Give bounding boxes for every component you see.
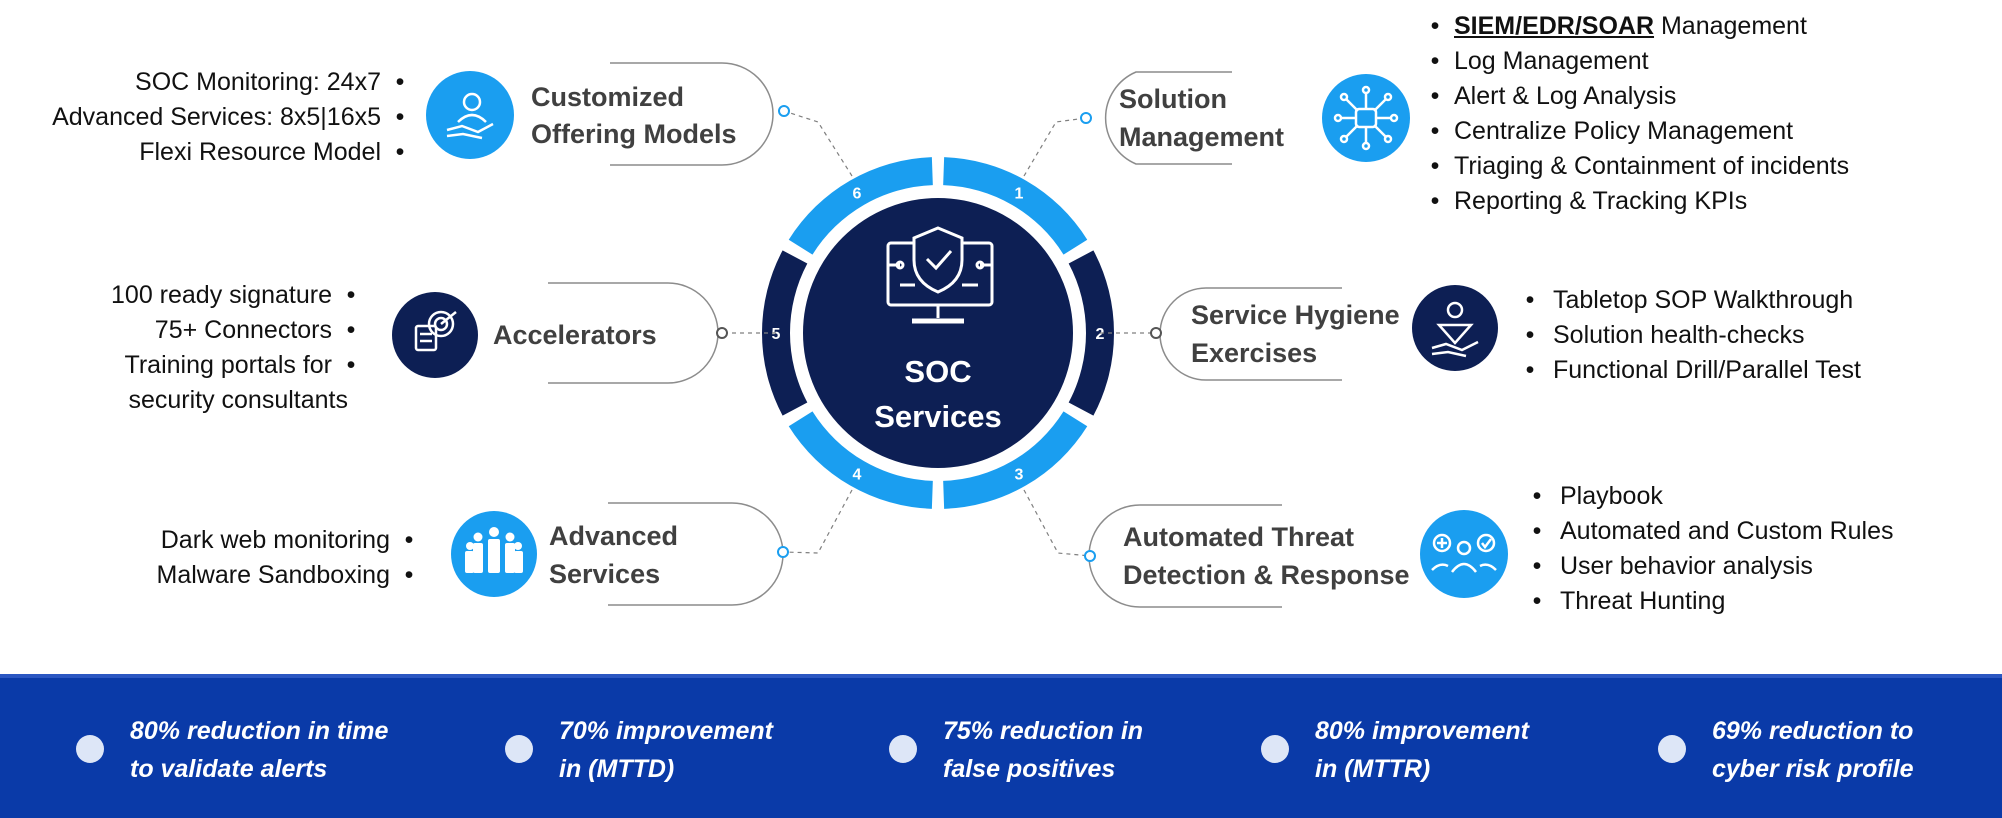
- stat-bullet-icon: [1261, 735, 1289, 763]
- bullet-item: SIEM/EDR/SOAR Management: [1416, 9, 1849, 44]
- stat-line2: in (MTTR): [1315, 755, 1431, 783]
- bullet-item: Triaging & Containment of incidents: [1416, 149, 1849, 184]
- stat-line2: to validate alerts: [130, 755, 328, 783]
- target-checklist-icon: [414, 310, 457, 352]
- stat-text: 69% reduction to cyber risk profile: [1712, 712, 2002, 788]
- node-title-line1: Customized: [531, 82, 684, 112]
- stat-line2: false positives: [943, 755, 1116, 783]
- ring-segment: [943, 157, 1088, 255]
- node-title-line1: Solution: [1119, 84, 1227, 114]
- bullet-item: Dark web monitoring: [157, 523, 428, 558]
- diamond-hand-icon: [1431, 301, 1479, 358]
- stat-text: 75% reduction in false positives: [943, 712, 1243, 788]
- connectors: [722, 110, 1156, 557]
- network-hub-icon: [1333, 85, 1399, 151]
- node-title-line1: Advanced: [549, 521, 678, 551]
- bullet-item: Playbook: [1514, 479, 1894, 514]
- node-hygiene: Service Hygiene Exercises: [1150, 285, 1498, 381]
- stat-bullet-icon: [1658, 735, 1686, 763]
- ring-segment-number: 3: [1015, 466, 1024, 483]
- node-title-line1: Accelerators: [493, 320, 657, 350]
- stat-text: 80% reduction in time to validate alerts: [130, 712, 430, 788]
- node-automated: Automated Threat Detection & Response: [1084, 504, 1508, 608]
- team-icon: [465, 527, 523, 573]
- node-solution: Solution Management: [1080, 71, 1410, 165]
- stat-bullet-icon: [889, 735, 917, 763]
- shield-monitor-icon: [886, 226, 994, 324]
- node-title-line2: Exercises: [1191, 338, 1317, 368]
- bullet-item: 75+ Connectors: [111, 313, 370, 348]
- ring-segment: [943, 411, 1088, 509]
- bullet-bold-text: SIEM/EDR/SOAR: [1454, 12, 1655, 40]
- stat-line1: 80% improvement: [1315, 717, 1529, 745]
- stat-line2: in (MTTD): [559, 755, 675, 783]
- node-title-line1: Service Hygiene: [1191, 300, 1400, 330]
- bullets-advanced: Dark web monitoring Malware Sandboxing: [157, 523, 428, 593]
- bullets-solution: SIEM/EDR/SOAR Management Log Management …: [1416, 9, 1849, 219]
- bullet-item: Training portals for: [111, 348, 370, 383]
- node-title-line2: Detection & Response: [1123, 560, 1410, 590]
- bullets-automated: Playbook Automated and Custom Rules User…: [1514, 479, 1894, 619]
- bullet-item: Centralize Policy Management: [1416, 114, 1849, 149]
- ring-segment-number: 1: [1015, 186, 1024, 203]
- bullet-item: Log Management: [1416, 44, 1849, 79]
- bullet-item: Alert & Log Analysis: [1416, 79, 1849, 114]
- ring: 1 2 3 4 5 6: [762, 157, 1115, 509]
- ring-segment: [788, 157, 933, 255]
- bullet-item: SOC Monitoring: 24x7: [52, 65, 419, 100]
- bullet-rest-text: Management: [1654, 12, 1807, 40]
- bullets-accelerators-continued: security consultants: [128, 383, 348, 418]
- people-check-icon: [1431, 533, 1497, 573]
- stat-bullet-icon: [505, 735, 533, 763]
- bullet-item: Advanced Services: 8x5|16x5: [52, 100, 419, 135]
- node-customized: Customized Offering Models: [426, 62, 790, 166]
- ring-segment-number: 6: [853, 186, 862, 203]
- stat-line1: 75% reduction in: [943, 717, 1144, 745]
- bullet-item: Tabletop SOP Walkthrough: [1507, 283, 1861, 318]
- bullet-item: Malware Sandboxing: [157, 558, 428, 593]
- stat-bullet-icon: [76, 735, 104, 763]
- ring-segment: [1068, 250, 1115, 416]
- bullet-item: security consultants: [128, 386, 348, 414]
- stat-line1: 70% improvement: [559, 717, 773, 745]
- bullet-item: Functional Drill/Parallel Test: [1507, 353, 1861, 388]
- node-title-line2: Services: [549, 559, 660, 589]
- node-title-line2: Offering Models: [531, 119, 737, 149]
- stat-line1: 69% reduction to: [1712, 717, 1914, 745]
- stat-text: 70% improvement in (MTTD): [559, 712, 859, 788]
- bullet-item: Solution health-checks: [1507, 318, 1861, 353]
- center-title-line1: SOC: [904, 354, 971, 389]
- bullet-item: Threat Hunting: [1514, 584, 1894, 619]
- ring-segment-number: 4: [853, 466, 862, 483]
- bullets-accelerators: 100 ready signature 75+ Connectors Train…: [111, 278, 370, 383]
- bullet-item: Automated and Custom Rules: [1514, 514, 1894, 549]
- stat-text: 80% improvement in (MTTR): [1315, 712, 1615, 788]
- bullets-customized: SOC Monitoring: 24x7 Advanced Services: …: [52, 65, 419, 170]
- bullet-item: Flexi Resource Model: [52, 135, 419, 170]
- node-accelerators: Accelerators: [392, 282, 728, 384]
- ring-segment-number: 5: [772, 326, 781, 343]
- bullets-hygiene: Tabletop SOP Walkthrough Solution health…: [1507, 283, 1861, 388]
- stat-line1: 80% reduction in time: [130, 717, 389, 745]
- ring-segment-number: 2: [1096, 326, 1105, 343]
- user-hand-icon: [446, 92, 494, 140]
- node-title-line1: Automated Threat: [1123, 522, 1354, 552]
- ring-segment: [762, 250, 808, 416]
- center-disc: [797, 192, 1079, 474]
- stat-line2: cyber risk profile: [1712, 755, 1914, 783]
- bullet-item: User behavior analysis: [1514, 549, 1894, 584]
- node-advanced: Advanced Services: [451, 502, 789, 606]
- bullet-item: Reporting & Tracking KPIs: [1416, 184, 1849, 219]
- bullet-item: 100 ready signature: [111, 278, 370, 313]
- center-title-line2: Services: [874, 399, 1002, 434]
- ring-segment: [788, 411, 933, 509]
- node-title-line2: Management: [1119, 122, 1284, 152]
